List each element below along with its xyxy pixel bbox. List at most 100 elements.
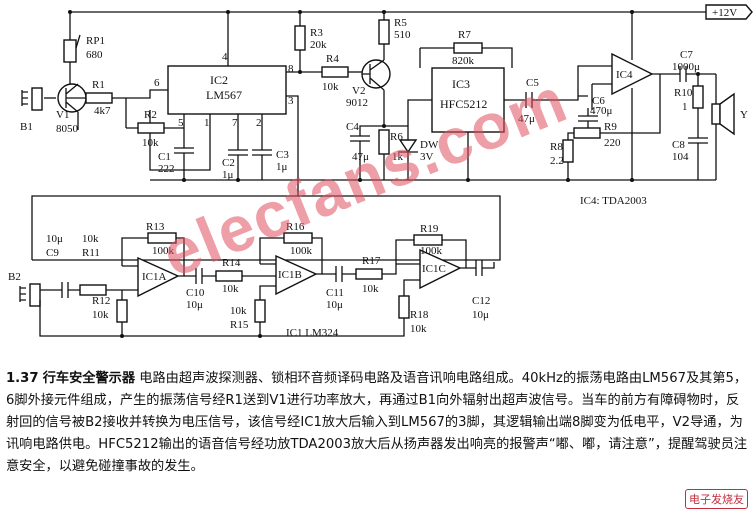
c2-ref: C2 <box>222 157 235 169</box>
r1-ref: R1 <box>92 79 105 91</box>
figure-caption: 1.37 行车安全警示器 电路由超声波探测器、锁相环音频译码电路及语音讯响电路组… <box>6 368 750 478</box>
r15-ref: R15 <box>230 319 249 331</box>
r15-value: 10k <box>230 305 247 317</box>
c8-ref: C8 <box>672 139 685 151</box>
ic4-ref: IC4 <box>616 69 633 81</box>
r8-ref: R8 <box>550 141 563 153</box>
r12-value: 10k <box>92 309 109 321</box>
c3-ref: C3 <box>276 149 289 161</box>
ic1a-body <box>137 256 180 298</box>
pin-label: 7 <box>232 117 238 129</box>
dw-value: 3V <box>420 151 434 163</box>
c9-value: 10μ <box>46 233 63 245</box>
r16-value: 100k <box>290 245 313 257</box>
v2-ref: V2 <box>352 85 365 97</box>
ic3-value: HFC5212 <box>440 97 487 111</box>
transmitter-section: RP1 680 V1 8050 R1 4k7 B1 <box>20 12 168 135</box>
y-ref: Y <box>740 109 748 121</box>
r19-ref: R19 <box>420 223 439 235</box>
c10-ref: C10 <box>186 287 205 299</box>
r8-value: 2.2 <box>550 155 564 167</box>
r9-ref: R9 <box>604 121 617 133</box>
receiver-section: B2 10μ C9 10k R11 IC1A R13 100k R12 10k … <box>8 195 501 339</box>
resistor-r1 <box>85 92 113 104</box>
c3-value: 1μ <box>276 161 288 173</box>
supply-rail: +12V <box>70 4 753 20</box>
r5-value: 510 <box>394 29 411 41</box>
ic3-ref: IC3 <box>452 77 470 91</box>
r11-value: 10k <box>82 233 99 245</box>
speaker-cone <box>719 92 735 136</box>
c4-value: 47μ <box>352 151 369 163</box>
rp1-value: 680 <box>86 49 103 61</box>
r9-value: 220 <box>604 137 621 149</box>
b2-ref: B2 <box>8 271 21 283</box>
r3-ref: R3 <box>310 27 323 39</box>
ic4-note: IC4: TDA2003 <box>580 195 647 207</box>
c1-ref: C1 <box>158 151 171 163</box>
c12-ref: C12 <box>472 295 490 307</box>
c5-ref: C5 <box>526 77 539 89</box>
resistor-r5 <box>378 19 390 45</box>
r12-ref: R12 <box>92 295 110 307</box>
resistor-r2 <box>137 122 165 134</box>
r10-value: 1 <box>682 101 688 113</box>
r13-ref: R13 <box>146 221 165 233</box>
r7-value: 820k <box>452 55 475 67</box>
resistor-r19 <box>413 234 443 246</box>
r17-value: 10k <box>362 283 379 295</box>
pin-label: 4 <box>222 51 228 63</box>
resistor-rp1 <box>63 39 77 63</box>
caption-number: 1.37 <box>6 371 39 386</box>
v1-value: 8050 <box>56 123 79 135</box>
supply-label: +12V <box>712 7 737 19</box>
pin-label: 2 <box>256 117 262 129</box>
ic1-note: IC1 LM324 <box>286 327 339 339</box>
ic4-tda2003: IC4 C6 470μ R9 220 R8 2.2 IC4: TDA2003 C… <box>548 12 748 207</box>
c7-ref: C7 <box>680 49 693 61</box>
ic2-lm567: IC2 LM567 6 8 4 3 5 1 7 2 <box>31 12 299 260</box>
c2-value: 1μ <box>222 169 234 181</box>
ic2-passives: R2 10k C1 222 C2 1μ C3 1μ <box>125 98 310 181</box>
c8-value: 104 <box>672 151 689 163</box>
r4-ref: R4 <box>326 53 339 65</box>
c9-ref: C9 <box>46 247 59 259</box>
r16-ref: R16 <box>286 221 305 233</box>
pin-label: 3 <box>288 95 294 107</box>
v1-ref: V1 <box>56 109 69 121</box>
caption-title: 行车安全警示器 <box>42 371 136 386</box>
r3-value: 20k <box>310 39 327 51</box>
junction-dots <box>68 10 700 338</box>
r4-value: 10k <box>322 81 339 93</box>
ic1c-body <box>419 248 462 290</box>
r18-value: 10k <box>410 323 427 335</box>
ic1b-ref: IC1B <box>278 269 302 281</box>
supply-tag <box>705 4 753 20</box>
r14-ref: R14 <box>222 257 241 269</box>
r1-value: 4k7 <box>94 105 111 117</box>
c6-ref: C6 <box>592 95 605 107</box>
resistor-r15 <box>254 299 266 323</box>
c4-ref: C4 <box>346 121 359 133</box>
resistor-r17 <box>355 268 383 280</box>
c6-value: 470μ <box>590 105 613 117</box>
resistor-r11 <box>79 284 107 296</box>
resistor-r7 <box>453 42 483 54</box>
ic1c-ref: IC1C <box>422 263 446 275</box>
ic4-body <box>611 52 654 96</box>
dw-ref: DW <box>420 139 439 151</box>
switch-section: R3 20k R4 10k R5 510 V2 9012 C4 47μ R6 1… <box>286 12 620 181</box>
resistor-r10 <box>692 85 704 109</box>
resistor-r3 <box>294 25 306 51</box>
r2-ref: R2 <box>144 109 157 121</box>
ic2-value: LM567 <box>206 88 242 102</box>
transducer-b2 <box>29 283 41 307</box>
resistor-r8 <box>562 139 574 163</box>
c5-value: 47μ <box>518 113 535 125</box>
r19-value: 100k <box>420 245 443 257</box>
c1-value: 222 <box>158 163 175 175</box>
ic2-ref: IC2 <box>210 73 228 87</box>
zener-dw <box>398 139 418 154</box>
r17-ref: R17 <box>362 255 381 267</box>
